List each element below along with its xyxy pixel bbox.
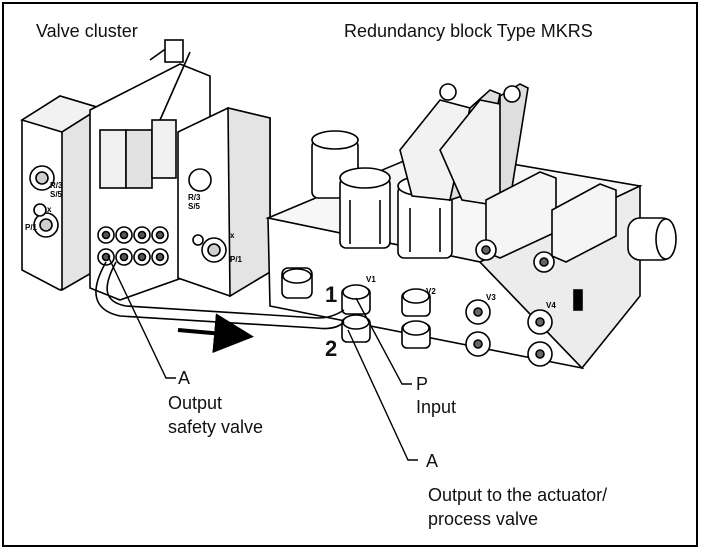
mark-x-left: x bbox=[47, 205, 52, 214]
callout-input-line1: Input bbox=[416, 397, 457, 417]
mark-s5-left: S/5 bbox=[50, 190, 63, 199]
mark-v3: V3 bbox=[486, 293, 496, 302]
callout-actuator-line2: process valve bbox=[428, 509, 539, 529]
cluster-fittings bbox=[97, 226, 169, 266]
mark-p1-right: P/1 bbox=[230, 255, 243, 264]
valve-cluster bbox=[20, 39, 271, 301]
flow-arrow bbox=[177, 313, 254, 354]
callout-actuator-line1: Output to the actuator/ bbox=[428, 485, 608, 505]
callout-leaders bbox=[107, 255, 418, 461]
mark-p1-left: P/1 bbox=[25, 223, 38, 232]
callout-input-letter: P bbox=[416, 374, 429, 394]
mark-x-right: x bbox=[230, 231, 235, 240]
mark-v2: V2 bbox=[426, 287, 436, 296]
mark-s5-right: S/5 bbox=[188, 202, 201, 211]
mark-v1: V1 bbox=[366, 275, 376, 284]
mark-r3-left: R/3 bbox=[50, 181, 63, 190]
port-number-2: 2 bbox=[325, 336, 338, 361]
solenoid-valves bbox=[399, 83, 529, 208]
block-port-fittings bbox=[281, 267, 553, 367]
callout-actuator-letter: A bbox=[426, 451, 439, 471]
callout-safety-line1: Output bbox=[168, 393, 223, 413]
connecting-tube bbox=[95, 261, 345, 330]
port-number-1: 1 bbox=[325, 282, 338, 307]
mark-v4: V4 bbox=[546, 301, 556, 310]
redundancy-block bbox=[265, 83, 677, 370]
redundancy-block-title: Redundancy block Type MKRS bbox=[344, 21, 593, 41]
mark-r3-right: R/3 bbox=[188, 193, 201, 202]
callout-safety-line2: safety valve bbox=[168, 417, 264, 437]
valve-cluster-title: Valve cluster bbox=[36, 21, 138, 41]
callout-safety-letter: A bbox=[178, 368, 191, 388]
